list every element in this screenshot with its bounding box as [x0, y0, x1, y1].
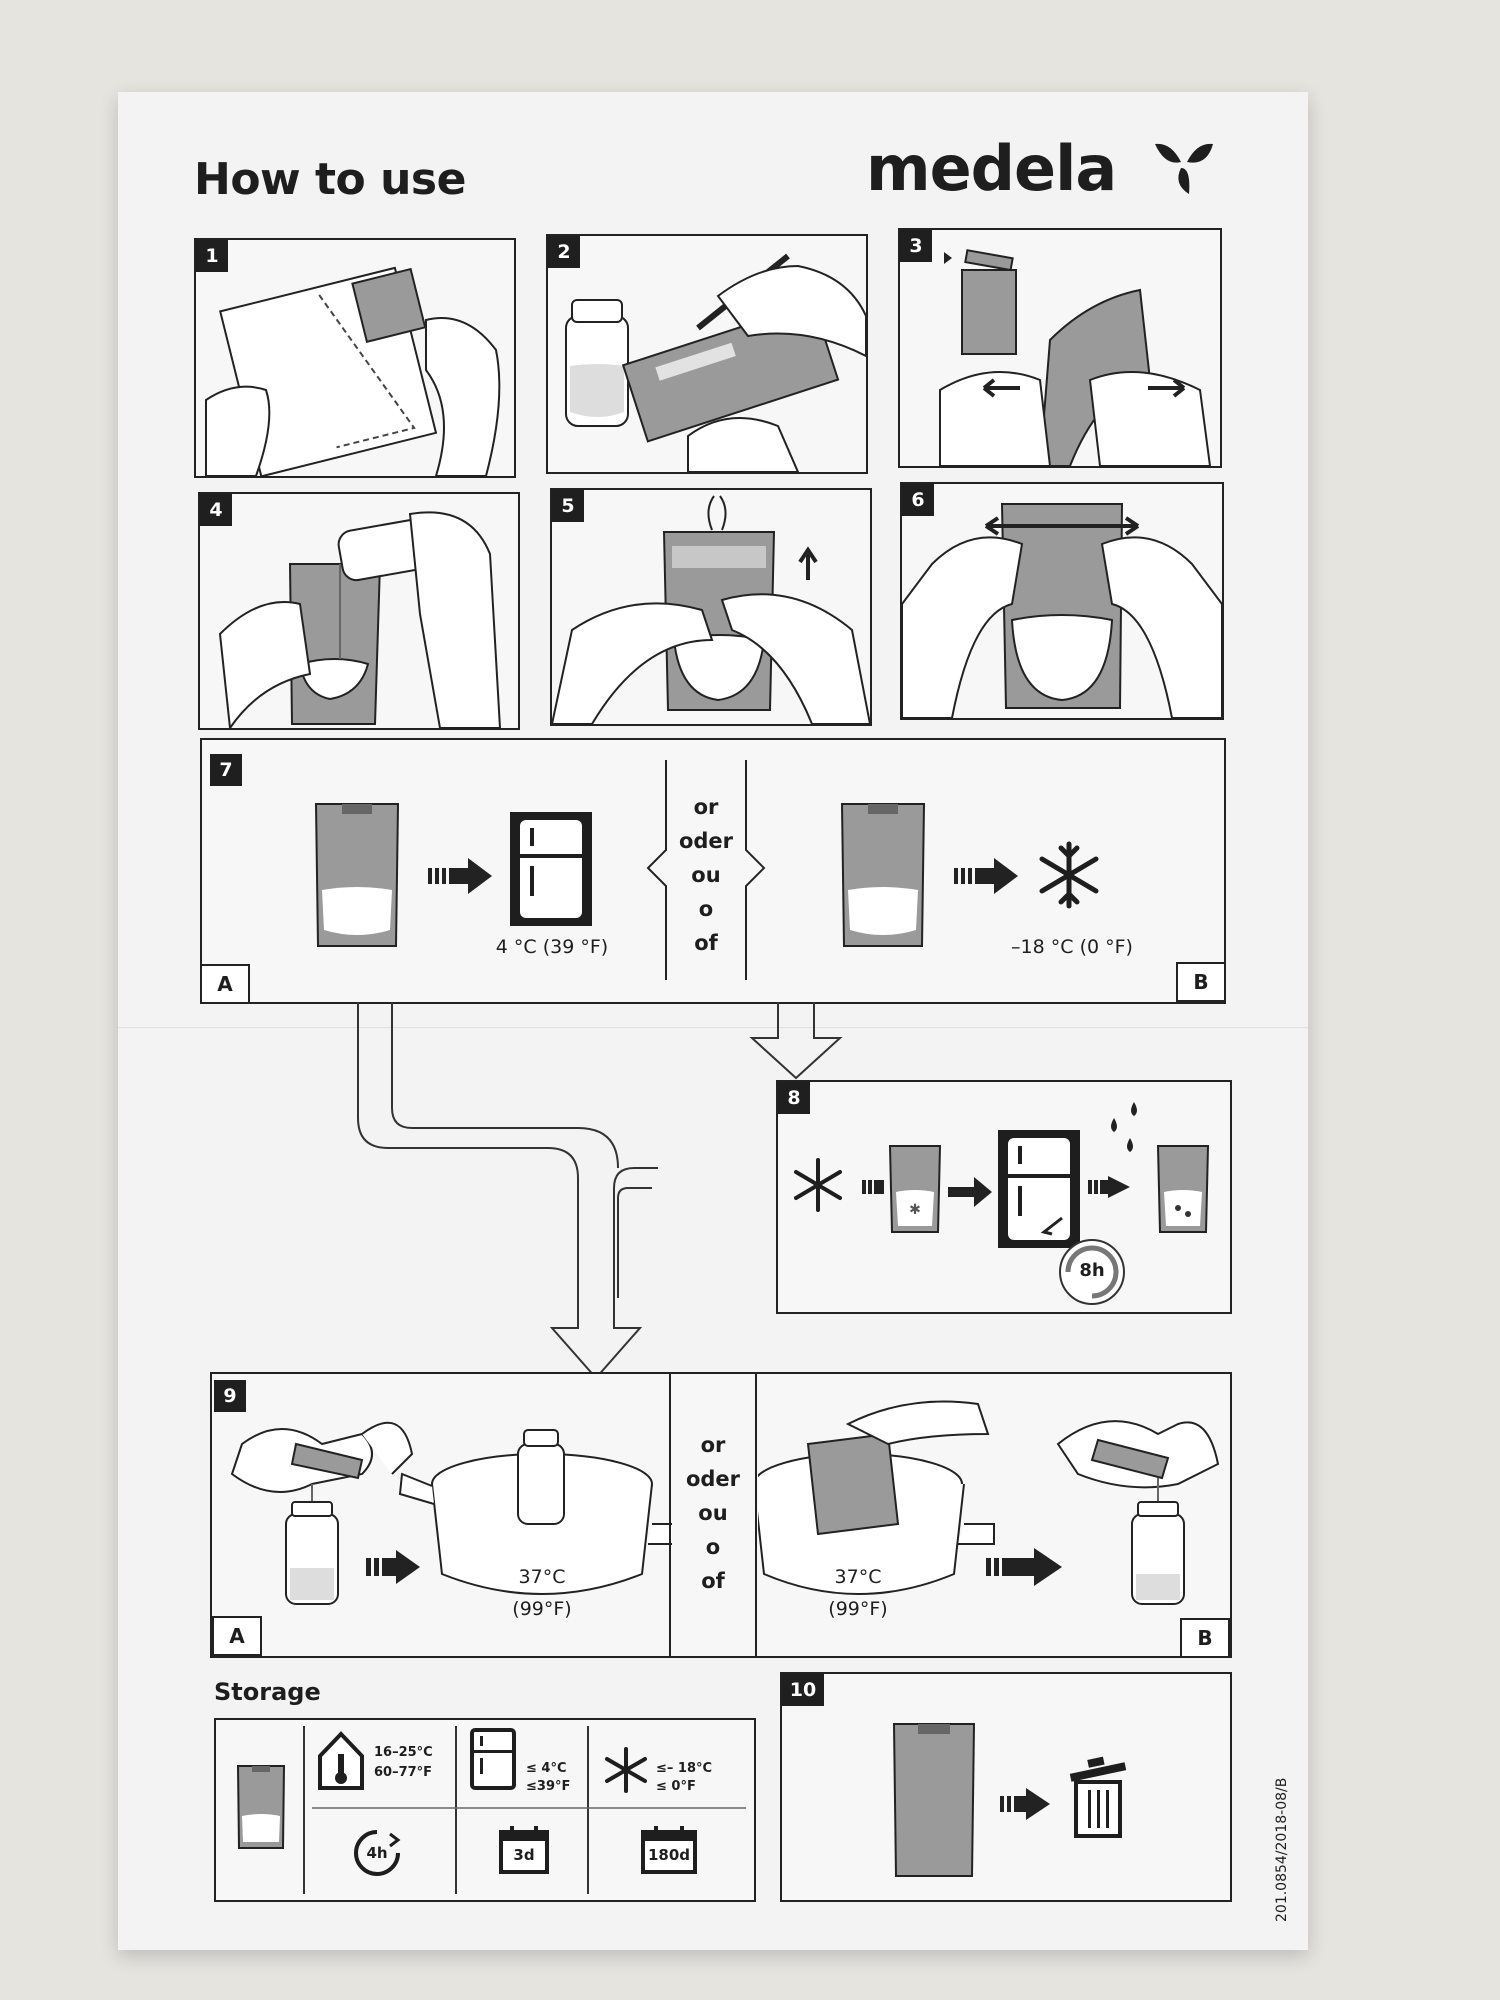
step-number: 6 — [902, 484, 934, 516]
brand-logo: medela — [866, 132, 1217, 205]
water-temperature-fahrenheit: (99°F) — [512, 1598, 572, 1620]
option-a-label: A — [202, 964, 250, 1002]
freezer-storage-time: 180d — [647, 1846, 691, 1864]
or-word: oder — [678, 829, 734, 853]
page-title: How to use — [194, 154, 466, 205]
option-a-label: A — [212, 1616, 262, 1656]
room-temperature-celsius: 16–25°C — [374, 1745, 433, 1760]
or-word: of — [694, 931, 718, 955]
arrow-right-icon — [954, 858, 1018, 894]
open-bag-illustration — [939, 249, 1212, 466]
or-word: of — [701, 1569, 725, 1593]
warm-bottle-in-pot-illustration — [230, 1421, 672, 1605]
or-divider-bracket — [646, 760, 766, 980]
storage-title: Storage — [214, 1678, 321, 1706]
house-thermometer-icon — [318, 1731, 364, 1790]
medela-flower-icon — [1154, 143, 1213, 194]
calendar-icon — [499, 1826, 549, 1874]
instruction-sheet: How to use medela 1 2 — [118, 92, 1308, 1950]
water-temperature-celsius: 37°C — [834, 1566, 882, 1588]
or-divider-lines — [669, 1374, 757, 1656]
thaw-timer-label: 8h — [1079, 1260, 1105, 1281]
step-2-panel: 2 — [546, 234, 868, 474]
bag-icon — [840, 803, 926, 947]
snowflake-icon — [605, 1747, 647, 1793]
fridge-temperature-fahrenheit: ≤39°F — [526, 1779, 571, 1794]
step-3-panel: 3 — [898, 228, 1222, 468]
step-1-panel: 1 — [194, 238, 516, 478]
or-words: or oder ou o of — [678, 1428, 748, 1598]
tear-bag-illustration — [205, 266, 501, 476]
or-word: ou — [698, 1501, 728, 1525]
or-word: o — [698, 897, 714, 921]
or-word: or — [693, 795, 719, 819]
or-word: ou — [691, 863, 721, 887]
freezer-temperature-celsius: ≤– 18°C — [656, 1761, 713, 1776]
or-word: or — [700, 1433, 726, 1457]
bag-icon — [314, 803, 400, 947]
or-word: oder — [685, 1467, 741, 1491]
step-5-panel: 5 — [550, 488, 872, 726]
freezer-temperature: –18 °C (0 °F) — [1011, 936, 1133, 958]
option-b-label: B — [1180, 1618, 1230, 1656]
warm-bag-in-pot-illustration — [758, 1400, 1220, 1605]
calendar-icon — [641, 1826, 697, 1874]
timer-icon — [354, 1830, 401, 1876]
document-code: 201.0854/2018-08/B — [1274, 1777, 1290, 1922]
option-b-label: B — [1176, 962, 1224, 1002]
step-number: 10 — [782, 1674, 824, 1706]
step-number: 7 — [210, 754, 242, 786]
label-bag-illustration — [565, 253, 866, 472]
step-number: 1 — [196, 240, 228, 272]
fridge-icon — [470, 1728, 516, 1790]
dispose-bag-illustration — [892, 1723, 1127, 1877]
svg-text:✱: ✱ — [909, 1202, 921, 1218]
step-number: 3 — [900, 230, 932, 262]
step-4-panel: 4 — [198, 492, 520, 730]
freezer-temperature-fahrenheit: ≤ 0°F — [656, 1779, 696, 1794]
water-temperature-celsius: 37°C — [518, 1566, 566, 1588]
paper-fold — [118, 1027, 1308, 1029]
step-number: 5 — [552, 490, 584, 522]
step-10-panel: 10 — [780, 1672, 1232, 1902]
fridge-temperature: 4 °C (39 °F) — [495, 936, 609, 958]
storage-table-grid — [303, 1726, 746, 1894]
arrow-right-icon — [428, 858, 492, 894]
step-number: 8 — [778, 1082, 810, 1114]
snowflake-icon — [1039, 841, 1099, 909]
step-8-panel: 8 ✱ 8h — [776, 1080, 1232, 1314]
bag-icon — [236, 1765, 286, 1849]
seal-bag-illustration — [902, 503, 1222, 718]
fridge-icon — [510, 812, 592, 926]
brand-wordmark: medela — [866, 132, 1117, 205]
squeeze-air-illustration — [552, 495, 870, 724]
step-7-panel: 7 4 °C (39 °F) or oder ou o of — [200, 738, 1226, 1004]
fridge-temperature-celsius: ≤ 4°C — [526, 1761, 567, 1776]
step-9-panel: 9 37°C (99°F) or oder ou — [210, 1372, 1232, 1658]
room-temperature-fahrenheit: 60–77°F — [374, 1765, 433, 1780]
step-number: 9 — [214, 1380, 246, 1412]
fridge-storage-time: 3d — [513, 1846, 535, 1864]
or-word: o — [705, 1535, 721, 1559]
step-6-panel: 6 — [900, 482, 1224, 720]
step-number: 4 — [200, 494, 232, 526]
room-storage-time: 4h — [366, 1844, 388, 1862]
pour-milk-illustration — [218, 511, 502, 728]
thaw-sequence-illustration: ✱ — [794, 1102, 1210, 1305]
or-words: or oder ou o of — [664, 790, 748, 960]
water-temperature-fahrenheit: (99°F) — [828, 1598, 888, 1620]
flow-arrows — [357, 1002, 843, 1380]
step-number: 2 — [548, 236, 580, 268]
storage-table: 16–25°C 60–77°F ≤ 4°C ≤39°F ≤– 18°C ≤ 0°… — [214, 1718, 756, 1902]
